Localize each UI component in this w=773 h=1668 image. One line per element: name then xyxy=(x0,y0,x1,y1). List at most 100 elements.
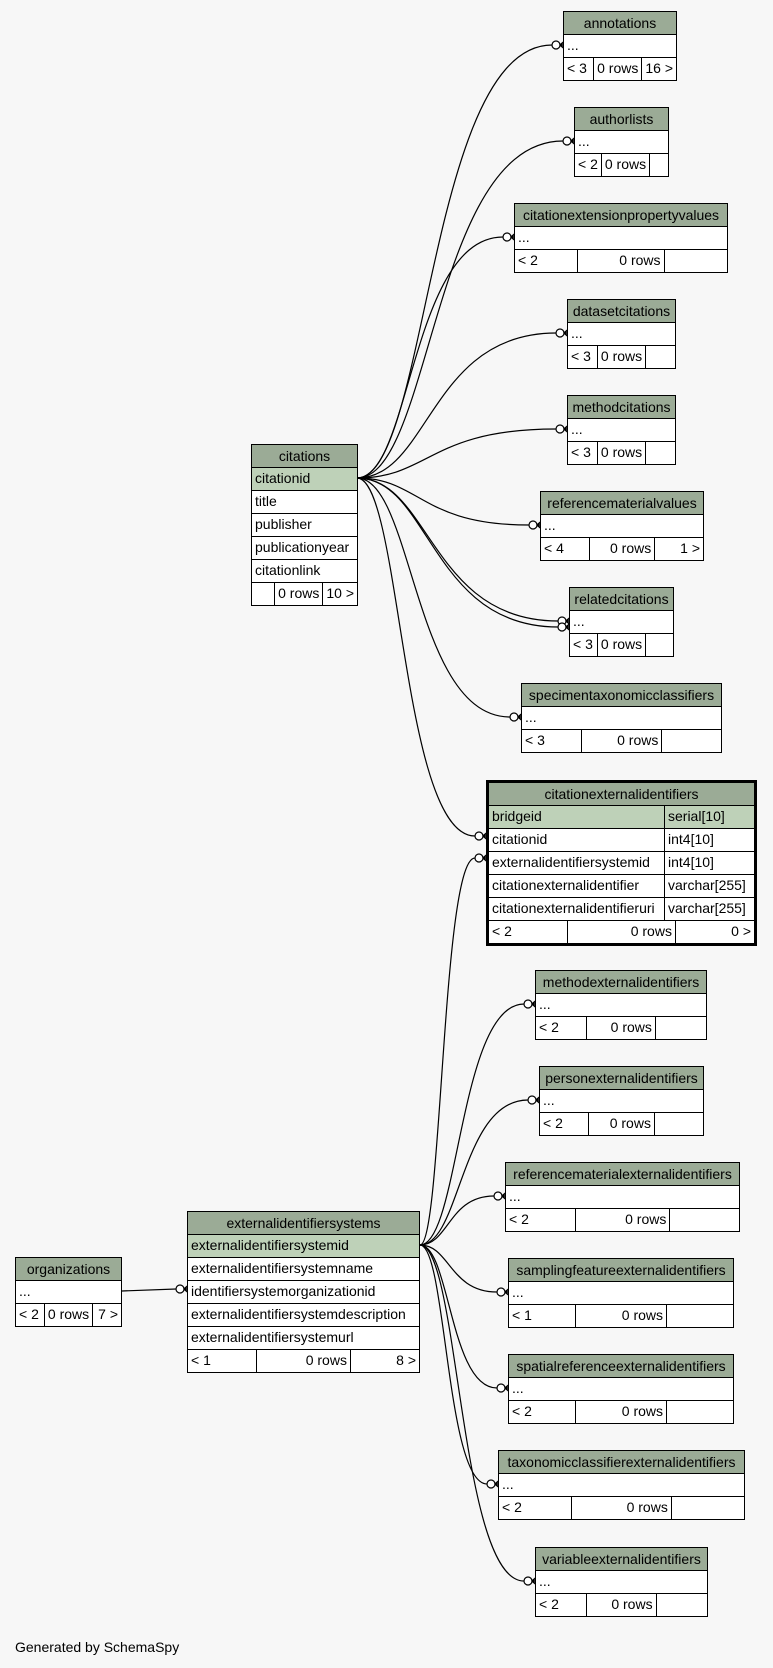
parent-count[interactable] xyxy=(252,583,274,605)
table-header[interactable]: spatialreferenceexternalidentifiers xyxy=(509,1355,733,1378)
child-count[interactable] xyxy=(670,1497,744,1519)
parent-count[interactable]: < 2 xyxy=(19,1306,39,1322)
row-count[interactable]: 0 rows xyxy=(588,538,654,560)
child-count[interactable]: 16 > xyxy=(641,58,676,80)
parent-count[interactable]: < 2 xyxy=(578,156,598,172)
parent-count[interactable]: < 2 xyxy=(502,1499,522,1515)
row-count[interactable]: 0 rows xyxy=(600,154,649,176)
child-count[interactable]: 8 > xyxy=(349,1350,419,1372)
table-header[interactable]: authorlists xyxy=(575,108,668,131)
row-count[interactable]: 0 rows xyxy=(596,442,645,464)
parent-count[interactable]: < 3 xyxy=(567,60,587,76)
child-count[interactable]: 1 > xyxy=(654,538,703,560)
parent-count[interactable]: < 1 xyxy=(191,1352,211,1368)
table-header[interactable]: personexternalidentifiers xyxy=(540,1067,703,1090)
row-count[interactable]: 0 rows xyxy=(574,1209,670,1231)
parent-count[interactable]: < 2 xyxy=(509,1211,529,1227)
child-count[interactable] xyxy=(645,442,675,464)
parent-count[interactable]: < 2 xyxy=(492,923,512,939)
parent-count[interactable]: < 3 xyxy=(573,636,593,652)
row-count[interactable]: 0 rows xyxy=(588,1113,654,1135)
table-header[interactable]: specimentaxonomicclassifiers xyxy=(522,684,721,707)
parent-count[interactable]: < 2 xyxy=(539,1019,559,1035)
parent-count[interactable]: < 3 xyxy=(571,444,591,460)
table-samplingfeatureexternalidentifiers[interactable]: samplingfeatureexternalidentifiers...< 1… xyxy=(508,1258,734,1328)
table-header[interactable]: citations xyxy=(252,445,357,468)
child-count[interactable] xyxy=(655,1594,707,1616)
child-count[interactable] xyxy=(649,154,668,176)
row-count[interactable]: 0 rows xyxy=(274,583,322,605)
child-count[interactable] xyxy=(645,634,673,656)
table-header[interactable]: samplingfeatureexternalidentifiers xyxy=(509,1259,733,1282)
parent-count[interactable]: < 2 xyxy=(543,1115,563,1131)
child-count[interactable] xyxy=(654,1017,706,1039)
row-count[interactable]: 0 rows xyxy=(580,730,662,752)
optional-marker xyxy=(509,712,519,722)
parent-count[interactable]: < 2 xyxy=(539,1596,559,1612)
table-header[interactable]: relatedcitations xyxy=(570,588,673,611)
parent-count[interactable]: < 4 xyxy=(544,540,564,556)
table-header[interactable]: methodexternalidentifiers xyxy=(536,971,706,994)
child-count[interactable] xyxy=(653,1113,703,1135)
table-header[interactable]: organizations xyxy=(16,1258,121,1281)
child-count[interactable] xyxy=(661,730,721,752)
table-header[interactable]: methodcitations xyxy=(568,396,675,419)
row-count[interactable]: 0 rows xyxy=(567,921,675,943)
table-header[interactable]: datasetcitations xyxy=(568,300,675,323)
row-count[interactable]: 0 rows xyxy=(596,634,645,656)
child-count[interactable] xyxy=(666,1401,733,1423)
table-datasetcitations[interactable]: datasetcitations... < 3 0 rows xyxy=(567,299,676,369)
column-name: externalidentifiersystemid xyxy=(492,854,650,870)
table-header[interactable]: taxonomicclassifierexternalidentifiers xyxy=(499,1451,744,1474)
column-type: varchar[255] xyxy=(664,898,754,920)
row-count[interactable]: 0 rows xyxy=(256,1350,350,1372)
table-spatialreferenceexternalidentifiers[interactable]: spatialreferenceexternalidentifiers...< … xyxy=(508,1354,734,1424)
row-count[interactable]: 0 rows xyxy=(43,1304,92,1326)
parent-count[interactable]: < 3 xyxy=(525,732,545,748)
child-count[interactable]: 0 > xyxy=(674,921,754,943)
table-header[interactable]: referencematerialvalues xyxy=(541,492,703,515)
table-header[interactable]: variableexternalidentifiers xyxy=(536,1548,707,1571)
table-header[interactable]: externalidentifiersystems xyxy=(188,1212,419,1235)
child-count[interactable]: 10 > xyxy=(322,583,357,605)
child-count[interactable]: 7 > xyxy=(92,1304,121,1326)
column-name: ... xyxy=(571,325,583,341)
child-count[interactable] xyxy=(645,346,675,368)
table-header[interactable]: citationexternalidentifiers xyxy=(489,783,754,806)
table-header[interactable]: citationextensionpropertyvalues xyxy=(515,204,727,227)
row-count[interactable]: 0 rows xyxy=(586,1594,655,1616)
child-count[interactable] xyxy=(669,1209,739,1231)
parent-count[interactable]: < 3 xyxy=(571,348,591,364)
child-count[interactable] xyxy=(666,1305,733,1327)
parent-count[interactable]: < 1 xyxy=(512,1307,532,1323)
parent-count[interactable]: < 2 xyxy=(512,1403,532,1419)
parent-count[interactable]: < 2 xyxy=(518,252,538,268)
table-referencematerialexternalidentifiers[interactable]: referencematerialexternalidentifiers...<… xyxy=(505,1162,740,1232)
table-header[interactable]: annotations xyxy=(564,12,676,35)
row-count[interactable]: 0 rows xyxy=(571,1497,671,1519)
row-count[interactable]: 0 rows xyxy=(577,250,663,272)
child-count[interactable] xyxy=(663,250,727,272)
table-header[interactable]: referencematerialexternalidentifiers xyxy=(506,1163,739,1186)
row-count[interactable]: 0 rows xyxy=(596,346,645,368)
row-count[interactable]: 0 rows xyxy=(575,1305,666,1327)
row-count[interactable]: 0 rows xyxy=(586,1017,655,1039)
table-taxonomicclassifierexternalidentifiers[interactable]: taxonomicclassifierexternalidentifiers..… xyxy=(498,1450,745,1520)
row-count[interactable]: 0 rows xyxy=(575,1401,666,1423)
row-count[interactable]: 0 rows xyxy=(593,58,641,80)
table-footer: < 3 0 rows xyxy=(568,346,675,368)
